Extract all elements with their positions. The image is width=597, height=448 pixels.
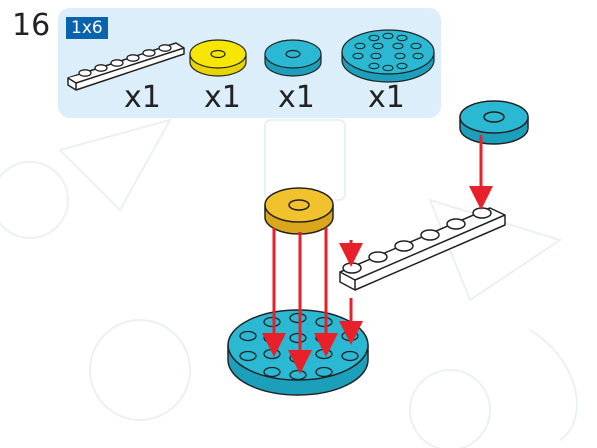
cyan-round-plate — [227, 309, 369, 396]
plate-size-badge: 1x6 — [66, 17, 108, 39]
white-1x6-plate — [339, 207, 506, 291]
quantity-label: x1 — [368, 80, 405, 115]
yellow-round-tile-icon — [189, 39, 247, 77]
white-1x6-plate-icon — [67, 42, 185, 91]
placement-arrows — [262, 135, 493, 374]
step-number: 16 — [12, 8, 51, 43]
parts-list-panel: 1x6 — [58, 8, 441, 118]
quantity-label: x1 — [278, 80, 315, 115]
cyan-round-tile — [459, 100, 529, 145]
cyan-round-plate-icon — [341, 29, 435, 83]
cyan-round-tile-icon — [264, 39, 322, 77]
quantity-label: x1 — [204, 80, 241, 115]
yellow-round-tile — [264, 187, 334, 235]
quantity-label: x1 — [124, 80, 161, 115]
